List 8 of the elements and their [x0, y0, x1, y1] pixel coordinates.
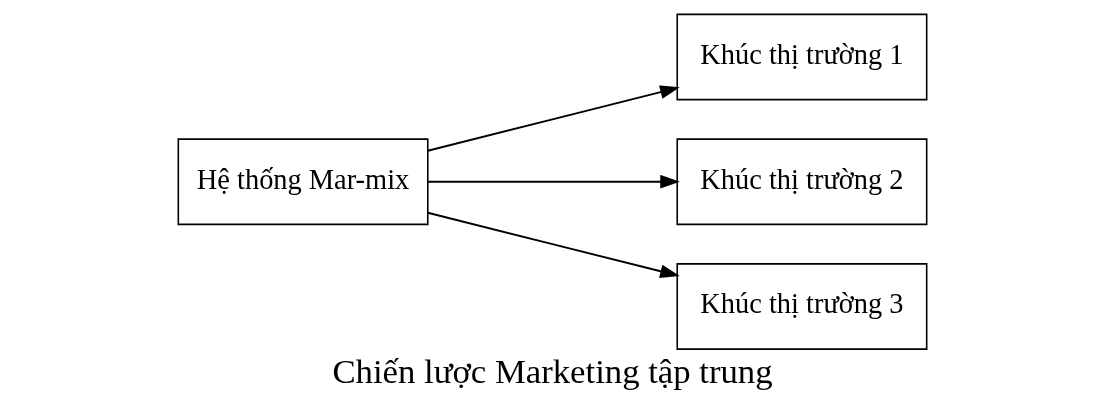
node-box: Khúc thị trường 2	[676, 138, 928, 226]
arrow	[426, 211, 680, 278]
arrow	[426, 85, 680, 152]
node-box: Hệ thống Mar-mix	[177, 138, 429, 226]
caption: Chiến lược Marketing tập trung	[332, 352, 773, 392]
node-box: Khúc thị trường 3	[676, 263, 928, 350]
node-box: Khúc thị trường 1	[676, 13, 928, 101]
arrow	[426, 174, 680, 189]
